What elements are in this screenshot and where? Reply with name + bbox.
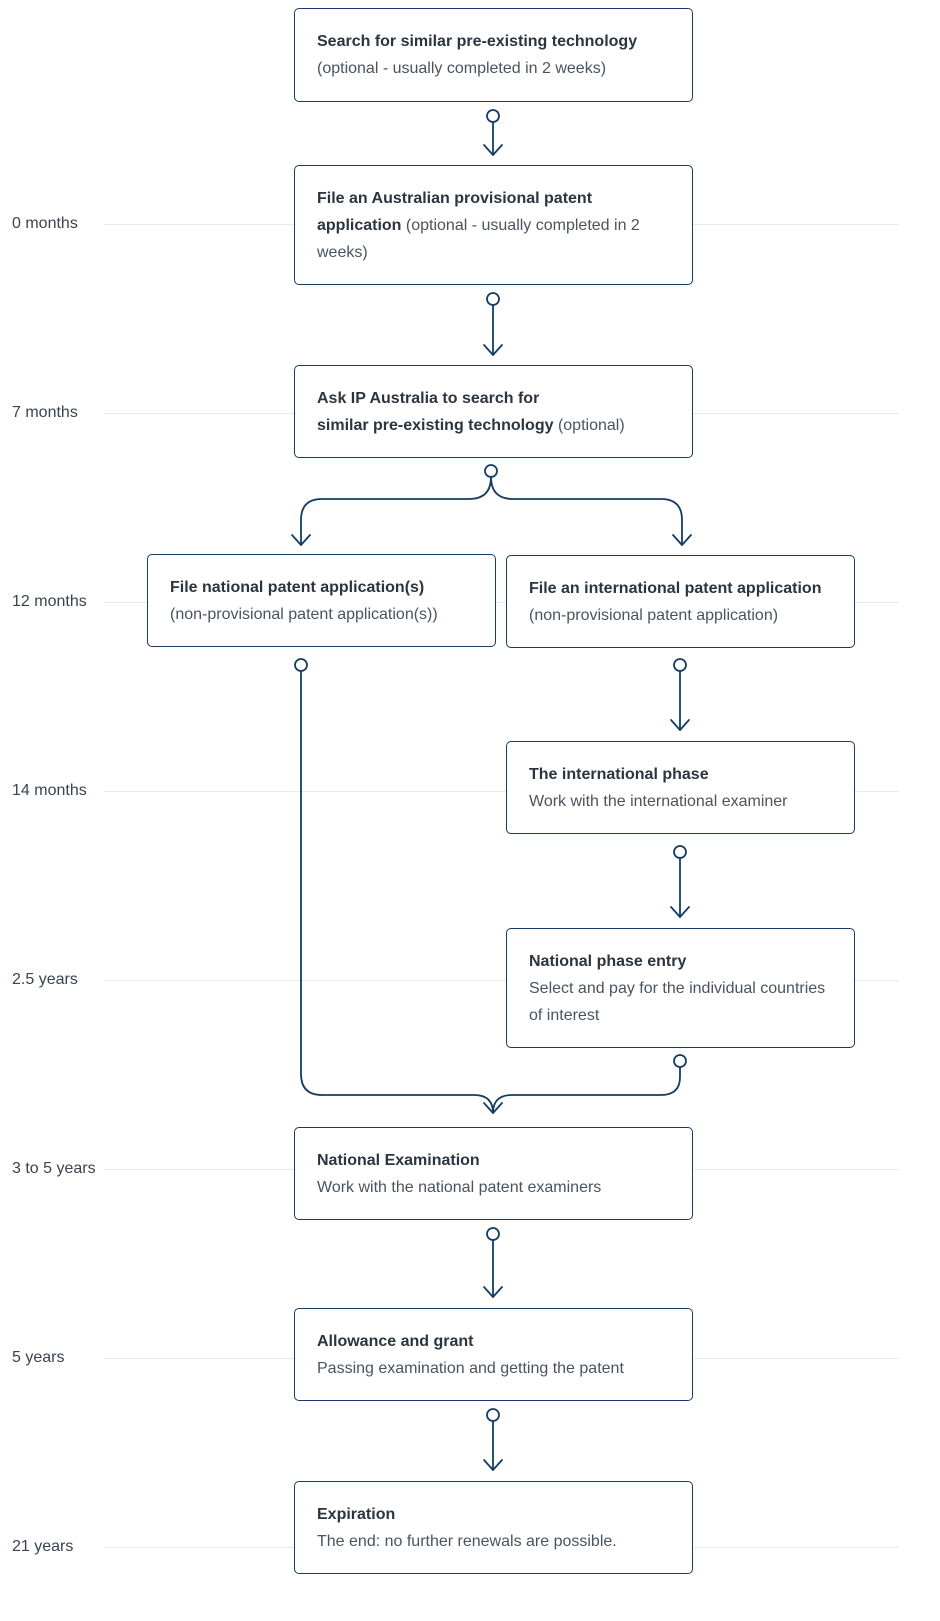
connector-start-dot — [674, 1055, 686, 1067]
step-search-technology: Search for similar pre-existing technolo… — [294, 8, 693, 102]
step-international-application: File an international patent application… — [506, 555, 855, 648]
connector-split — [292, 477, 691, 545]
connector-intl-phase-to-phase-entry — [671, 858, 689, 917]
step-desc: (optional - usually completed in 2 weeks… — [317, 55, 670, 82]
connector-start-dot — [674, 846, 686, 858]
connector-start-dot — [674, 659, 686, 671]
step-desc: (non-provisional patent application) — [529, 602, 832, 629]
step-national-phase-entry: National phase entry Select and pay for … — [506, 928, 855, 1048]
step-national-examination: National Examination Work with the natio… — [294, 1127, 693, 1220]
connector-provisional-to-ip-search — [484, 305, 502, 355]
connector-intl-app-to-intl-phase — [671, 671, 689, 730]
connector-start-dot — [487, 110, 499, 122]
step-title: Allowance and grant — [317, 1328, 670, 1355]
step-expiration: Expiration The end: no further renewals … — [294, 1481, 693, 1574]
step-title-line1: Ask IP Australia to search for — [317, 385, 670, 412]
step-desc: Work with the international examiner — [529, 788, 832, 815]
step-desc: (non-provisional patent application(s)) — [170, 601, 473, 628]
step-title: National phase entry — [529, 948, 832, 975]
step-title: The international phase — [529, 761, 832, 788]
connector-start-dot — [487, 1228, 499, 1240]
step-title-line2: similar pre-existing technology — [317, 417, 554, 434]
step-provisional-application: File an Australian provisional patent ap… — [294, 165, 693, 285]
step-desc: Passing examination and getting the pate… — [317, 1355, 670, 1382]
step-title: Expiration — [317, 1501, 670, 1528]
step-desc: The end: no further renewals are possibl… — [317, 1528, 670, 1555]
step-title: Search for similar pre-existing technolo… — [317, 28, 670, 55]
connector-start-dot — [485, 465, 497, 477]
step-desc: (optional) — [558, 417, 625, 434]
connector-grant-to-expiration — [484, 1421, 502, 1470]
step-national-application: File national patent application(s) (non… — [147, 554, 496, 647]
step-ip-australia-search: Ask IP Australia to search for similar p… — [294, 365, 693, 458]
step-title: File an international patent application — [529, 575, 832, 602]
connector-start-dot — [295, 659, 307, 671]
step-desc: Work with the national patent examiners — [317, 1174, 670, 1201]
step-title: National Examination — [317, 1147, 670, 1174]
connector-exam-to-grant — [484, 1240, 502, 1297]
step-allowance-and-grant: Allowance and grant Passing examination … — [294, 1308, 693, 1401]
connector-start-dot — [487, 293, 499, 305]
step-desc: Select and pay for the individual countr… — [529, 975, 832, 1029]
step-international-phase: The international phase Work with the in… — [506, 741, 855, 834]
step-title: File national patent application(s) — [170, 574, 473, 601]
connector-start-dot — [487, 1409, 499, 1421]
connector-search-to-provisional — [484, 122, 502, 155]
